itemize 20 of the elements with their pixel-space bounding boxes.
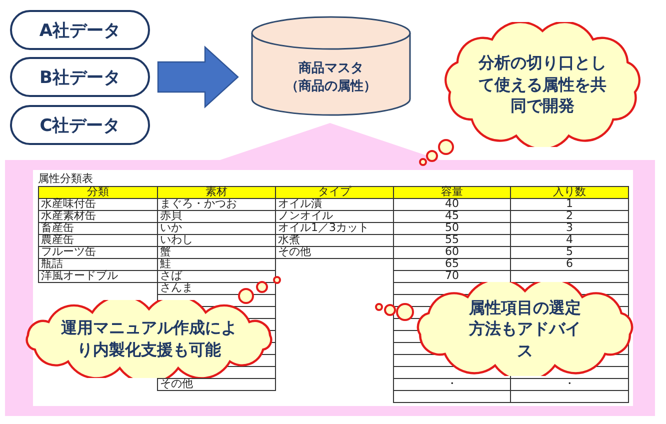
rounded-box: C社データ	[10, 105, 150, 145]
table-cell: その他	[157, 378, 276, 391]
rounded-box: B社データ	[10, 57, 150, 97]
cloud-text: 属性項目の選定方法もアドバイス	[468, 296, 582, 362]
table-cell: その他	[275, 246, 394, 259]
cylinder-label: （商品の属性）	[284, 79, 378, 96]
block-arrow	[157, 46, 239, 108]
header-cell: 分類	[38, 186, 158, 199]
database-cylinder	[250, 15, 412, 117]
header-cell: タイプ	[275, 186, 394, 199]
table-title: 属性分類表	[38, 173, 93, 185]
cloud-text: 分析の切り口として使える属性を共同で開発	[478, 52, 608, 117]
header-cell: 素材	[157, 186, 276, 199]
table-cell: 洋風オードブル	[38, 270, 158, 283]
cylinder-label: 商品マスタ	[298, 61, 364, 78]
header-cell: 入り数	[510, 186, 629, 199]
rounded-box: A社データ	[10, 10, 150, 50]
header-cell: 容量	[393, 186, 511, 199]
cloud-text: 運用マニュアル作成により内製化支援も可能	[60, 317, 238, 361]
table-cell: 鮭	[157, 258, 276, 271]
